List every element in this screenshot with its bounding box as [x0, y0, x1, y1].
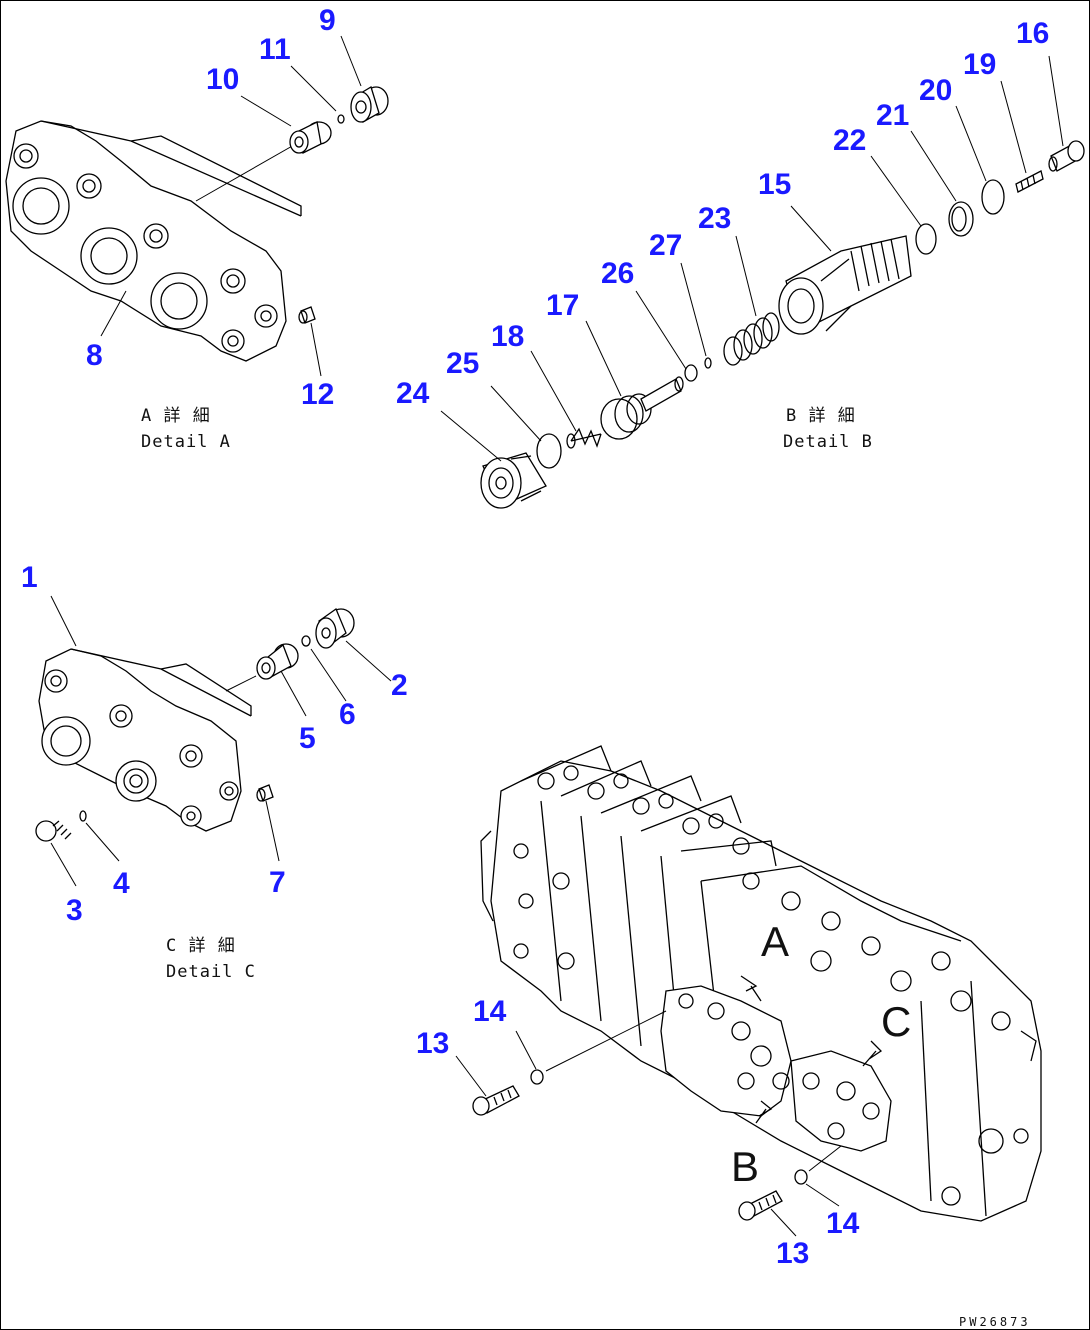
drawing-code: PW26873	[959, 1315, 1031, 1329]
detail-b-caption-jp: B 詳 細	[786, 406, 856, 426]
callout-labels: 1 2 3 4 5 6 7 8 9 10 11 12 13 14 13 14 1…	[21, 4, 1049, 1270]
callout-14-lower: 14	[826, 1207, 860, 1240]
callout-13-upper: 13	[416, 1027, 449, 1060]
callout-23: 23	[698, 202, 731, 235]
part-26-ring	[684, 364, 698, 382]
part-5-sleeve	[256, 643, 299, 680]
callout-13-lower: 13	[776, 1237, 809, 1270]
part-18-spring	[566, 427, 602, 449]
part-10-sleeve	[289, 121, 332, 154]
callout-5: 5	[299, 722, 316, 755]
part-21-ring	[948, 201, 974, 237]
main-assembly-group: A B C PW26873	[455, 745, 1042, 1329]
callout-3: 3	[66, 894, 83, 927]
main-part-13-bolt-lower	[738, 1190, 783, 1221]
callout-14-upper: 14	[473, 995, 507, 1028]
view-letter-c: C	[881, 998, 911, 1045]
callout-8: 8	[86, 339, 103, 372]
detail-a-group: A 詳 細 Detail A	[5, 35, 389, 452]
part-6-o-ring	[301, 635, 311, 647]
callout-15: 15	[758, 168, 791, 201]
part-3-plug	[35, 820, 72, 842]
callout-7: 7	[269, 866, 286, 899]
part-19-nut	[1015, 170, 1044, 193]
callout-18: 18	[491, 320, 524, 353]
part-25-o-ring	[536, 433, 562, 469]
detail-b-caption-en: Detail B	[783, 432, 873, 452]
callout-1: 1	[21, 561, 38, 594]
callout-24: 24	[396, 377, 430, 410]
callout-25: 25	[446, 347, 479, 380]
main-valve-block	[490, 760, 1042, 1222]
callout-11: 11	[259, 33, 291, 66]
view-letter-a: A	[761, 918, 789, 965]
callout-10: 10	[206, 63, 239, 96]
main-part-13-bolt-upper	[472, 1085, 520, 1116]
part-9-plug	[350, 86, 389, 123]
part-17-poppet	[600, 376, 684, 440]
callout-4: 4	[113, 867, 130, 900]
callout-27: 27	[649, 229, 682, 262]
callout-26: 26	[601, 257, 634, 290]
detail-c-group: C 詳 細 Detail C	[35, 595, 392, 982]
detail-c-caption-en: Detail C	[166, 962, 256, 982]
callout-9: 9	[319, 4, 336, 37]
callout-16: 16	[1016, 17, 1049, 50]
part-22-o-ring	[915, 223, 937, 255]
main-part-14-washer-lower	[794, 1169, 808, 1185]
callout-21: 21	[876, 99, 909, 132]
callout-6: 6	[339, 698, 356, 731]
callout-22: 22	[833, 124, 866, 157]
part-23-spring	[723, 312, 780, 366]
callout-20: 20	[919, 74, 952, 107]
part-16-screw	[1048, 140, 1085, 172]
part-12-plug	[298, 306, 316, 324]
detail-a-caption-jp: A 詳 細	[141, 406, 211, 426]
callout-17: 17	[546, 289, 579, 322]
detail-b-group: B 詳 細 Detail B	[440, 55, 1085, 509]
part-20-o-ring	[981, 179, 1005, 215]
part-11-o-ring	[337, 114, 345, 124]
detail-a-caption-en: Detail A	[141, 432, 231, 452]
part-15-valve	[778, 235, 912, 335]
callout-2: 2	[391, 669, 408, 702]
view-letter-b: B	[731, 1143, 759, 1190]
part-4-o-ring	[79, 810, 87, 822]
part-24-cap	[480, 452, 547, 509]
callout-19: 19	[963, 48, 996, 81]
part-2-plug	[315, 608, 355, 649]
callout-12: 12	[301, 378, 334, 411]
main-detail-c-section	[790, 1050, 892, 1152]
detail-c-caption-jp: C 詳 細	[166, 936, 236, 956]
main-part-14-washer-upper	[530, 1069, 544, 1085]
part-27-ball	[704, 357, 712, 369]
part-7-plug	[256, 784, 274, 802]
